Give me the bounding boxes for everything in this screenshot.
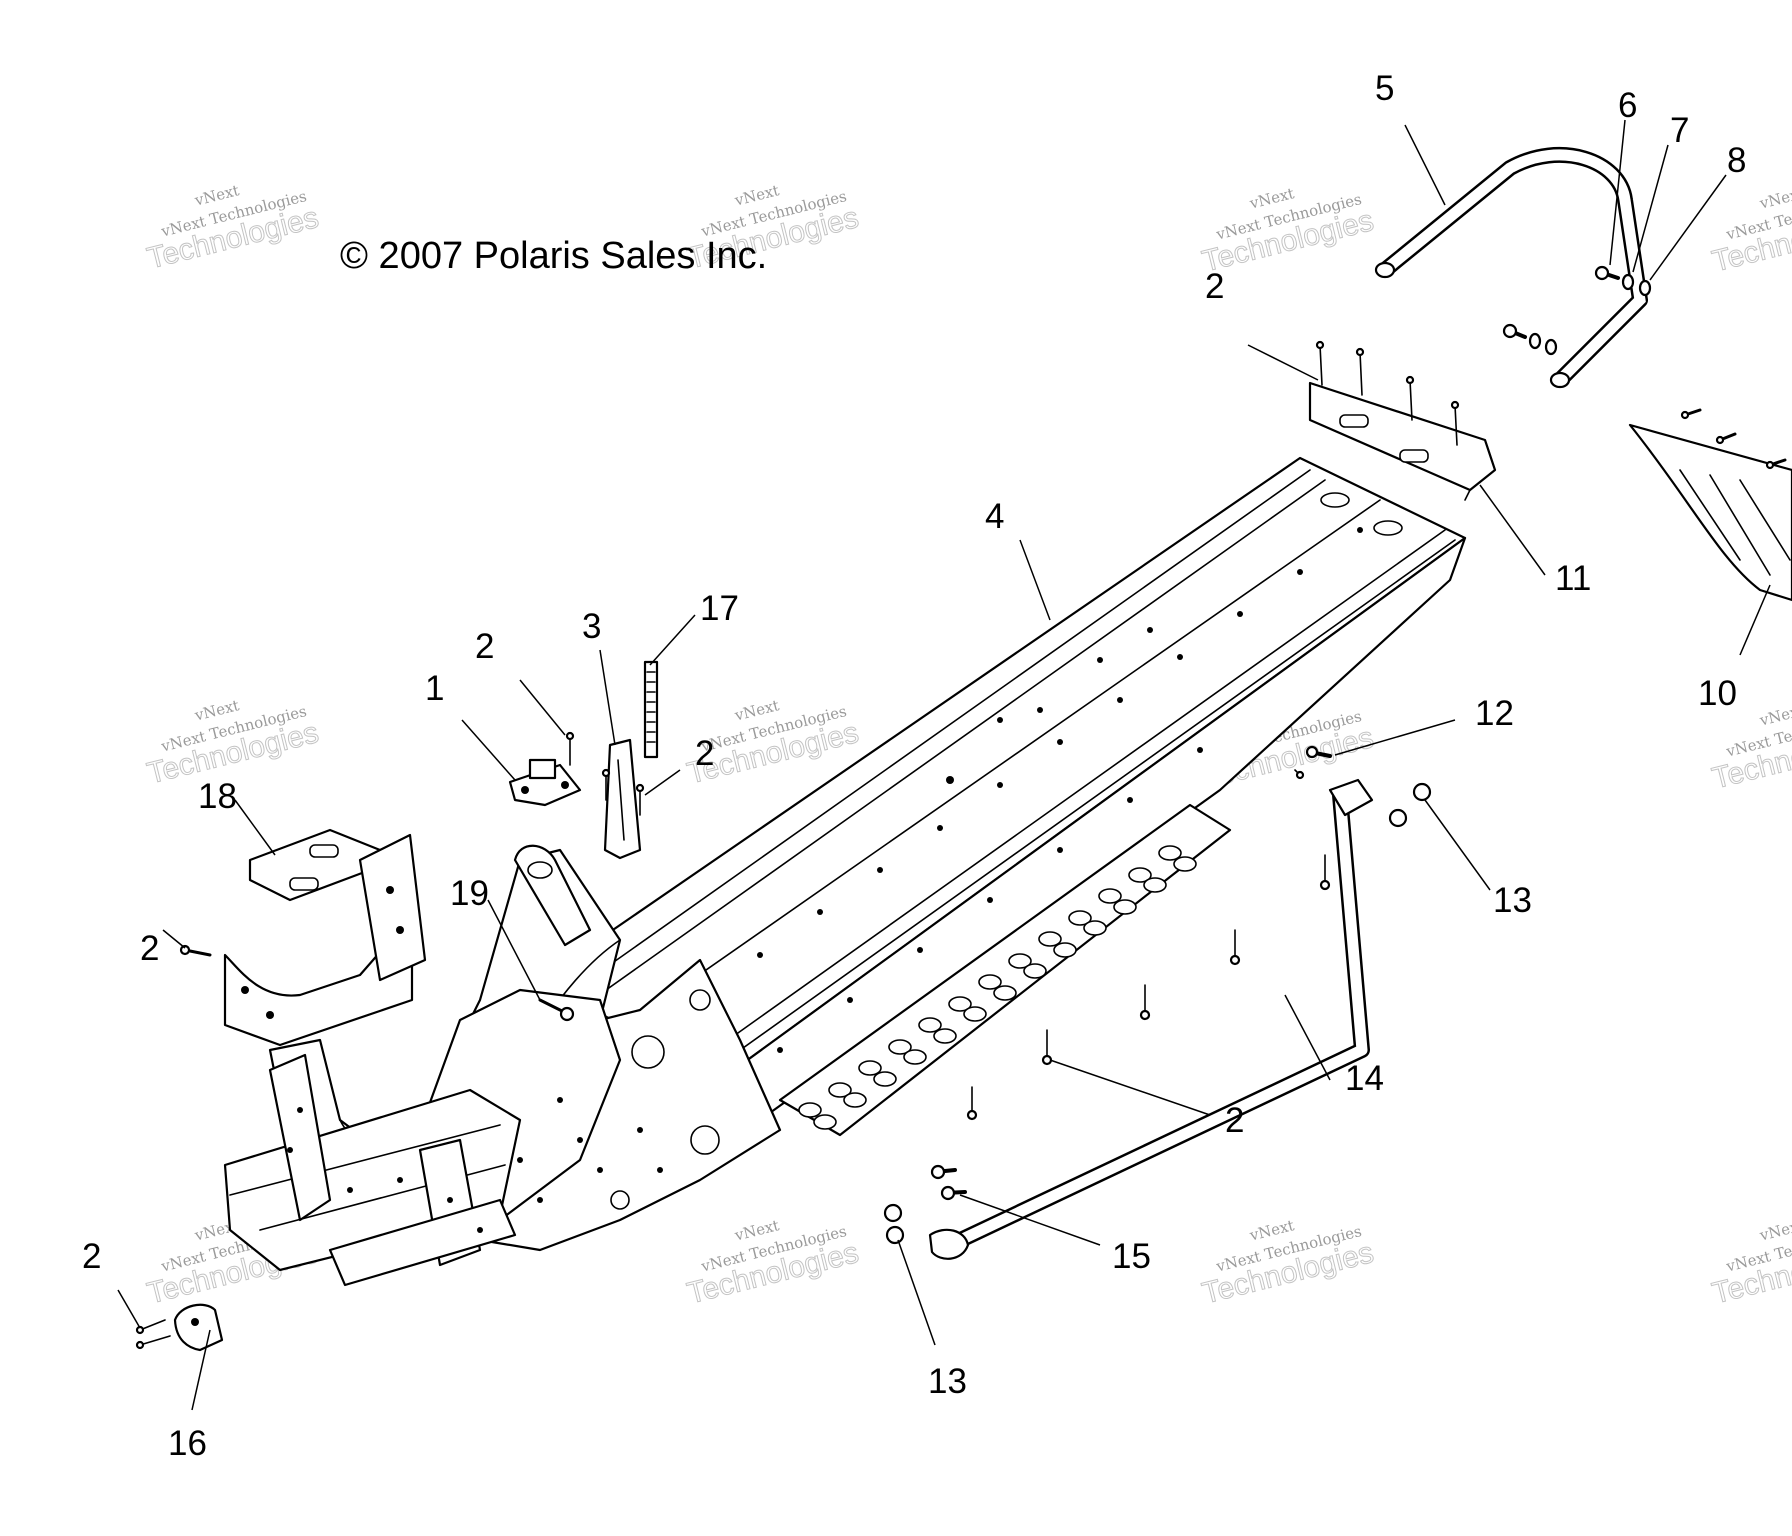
watermark-3: vNext vNext Technologies Technologies	[1198, 184, 1377, 279]
nut-part-13-lower	[883, 1203, 905, 1245]
watermark-10: vNext vNext Technologies Technologies	[683, 1216, 862, 1311]
watermark-4: vNext vNext Technologies Technologies	[1708, 184, 1792, 279]
strap-part-17	[643, 660, 659, 759]
svg-text:vNext: vNext	[1757, 184, 1792, 213]
callout-19: 19	[450, 874, 489, 913]
washer-part-8	[1638, 279, 1652, 297]
callout-14: 14	[1345, 1059, 1384, 1098]
callout-12: 12	[1475, 694, 1514, 733]
callout-4: 4	[985, 497, 1004, 536]
callout-3: 3	[582, 607, 601, 646]
callout-2-bracket1: 2	[475, 627, 494, 666]
support-tube-part-14	[928, 778, 1374, 1260]
bracket-part-16	[173, 1303, 224, 1352]
callout-2-lower: 2	[1225, 1101, 1244, 1140]
callout-10: 10	[1698, 674, 1737, 713]
callout-8: 8	[1727, 141, 1746, 180]
front-bulkhead	[223, 844, 782, 1287]
washer-part-7	[1621, 273, 1635, 291]
callout-labels: 1 2 3 17 2 4 5 6 7 8 2 11 10 12 13 14 2 …	[82, 69, 1746, 1463]
bolt-part-19	[538, 998, 575, 1022]
callout-2-bracket16: 2	[82, 1237, 101, 1276]
bolt-part-12	[1305, 745, 1332, 759]
callout-2-bracket11: 2	[1205, 267, 1224, 306]
watermark-11: vNext vNext Technologies Technologies	[1198, 1216, 1377, 1311]
callout-16: 16	[168, 1424, 207, 1463]
nut-part-13-upper	[1388, 782, 1432, 828]
watermark-5: vNext vNext Technologies Technologies	[143, 696, 322, 791]
callout-18: 18	[198, 777, 237, 816]
callout-1: 1	[425, 669, 444, 708]
callout-7: 7	[1670, 111, 1689, 150]
snow-flap-part-10	[1628, 423, 1792, 602]
running-board-holes	[798, 845, 1197, 1130]
callout-15: 15	[1112, 1237, 1151, 1276]
bracket-part-1	[508, 758, 582, 807]
svg-text:vNext: vNext	[1757, 1216, 1792, 1245]
callout-5: 5	[1375, 69, 1394, 108]
bolt-set-lower	[1502, 323, 1558, 356]
grab-bar-part-5	[1374, 146, 1648, 389]
bracket-part-3	[603, 738, 642, 860]
bolt-part-15	[930, 1164, 967, 1201]
rivets-part-2	[135, 340, 1787, 1350]
bracket-part-18	[223, 828, 427, 1047]
bolt-part-6	[1594, 265, 1620, 281]
callout-13-lower: 13	[928, 1362, 967, 1401]
tunnel-part-4	[538, 456, 1467, 1137]
watermark-1: vNext vNext Technologies Technologies	[143, 181, 322, 276]
leader-lines	[117, 119, 1771, 1411]
watermark-12: vNext vNext Technologies Technologies	[1708, 1216, 1792, 1311]
lower-front-rail	[328, 1198, 517, 1287]
suspension-mount-left	[268, 1053, 332, 1222]
bracket-part-11	[1308, 381, 1497, 501]
callout-6: 6	[1618, 86, 1637, 125]
copyright-text: © 2007 Polaris Sales Inc.	[340, 235, 767, 277]
callout-2-bracket18: 2	[140, 929, 159, 968]
callout-2-bracket3: 2	[695, 734, 714, 773]
bulkhead-holes	[287, 989, 720, 1233]
callout-11: 11	[1555, 559, 1591, 598]
callout-13-upper: 13	[1493, 881, 1532, 920]
svg-text:vNext: vNext	[1757, 701, 1792, 730]
callout-17: 17	[700, 589, 739, 628]
